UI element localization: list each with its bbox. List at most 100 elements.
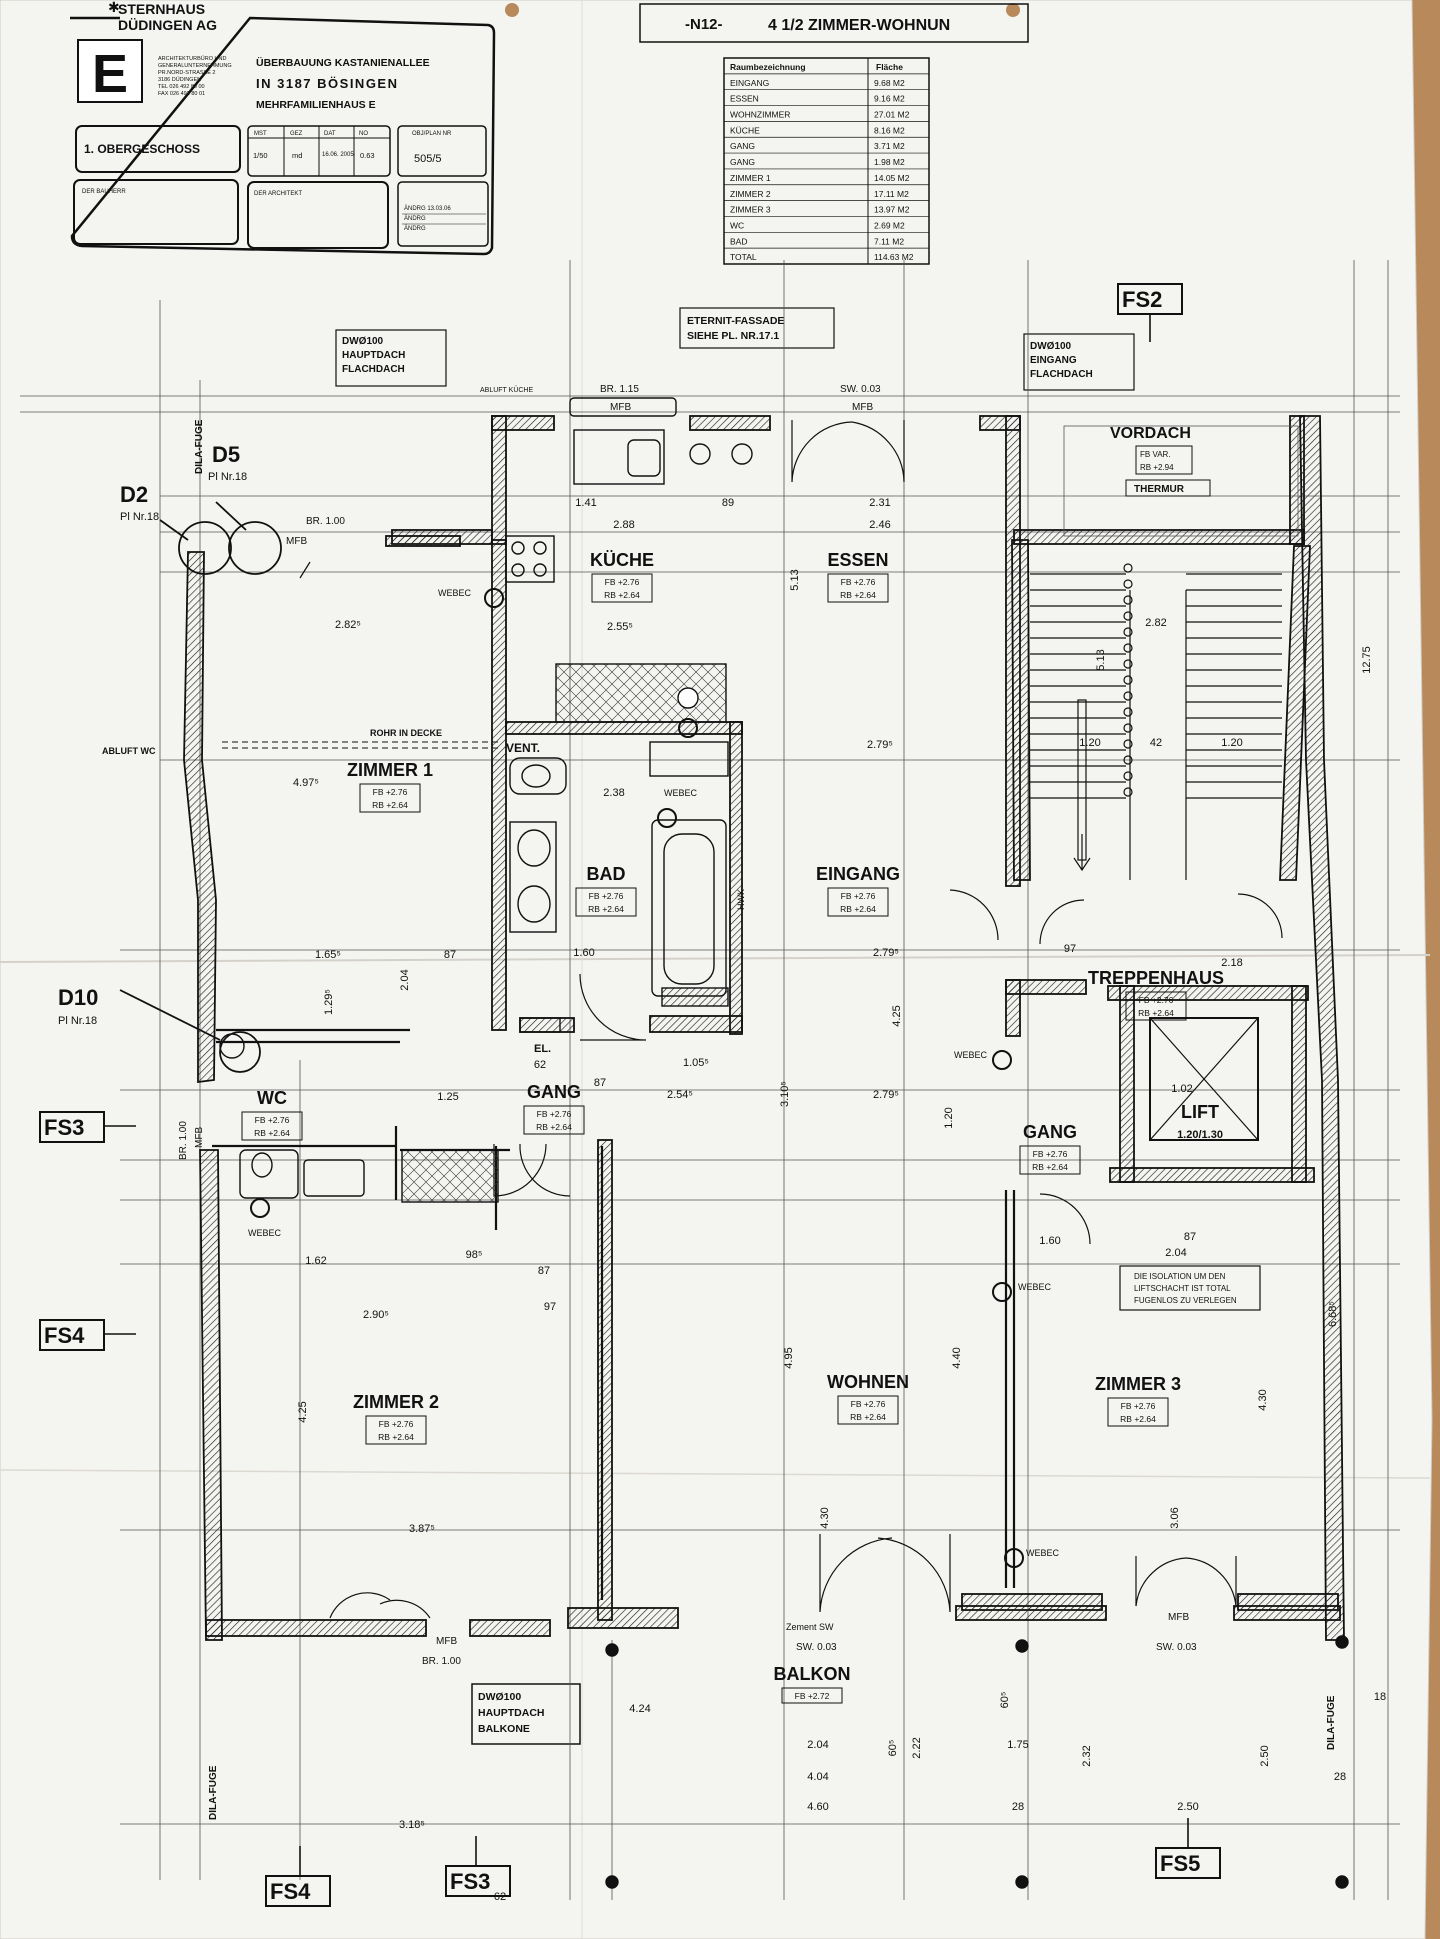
dimension-label: 97 — [544, 1301, 556, 1313]
area-table-room: TOTAL — [730, 252, 757, 262]
room-level-zimmer2: FB +2.76 — [379, 1419, 414, 1429]
room-level-eingang: FB +2.76 — [841, 891, 876, 901]
dimension-label: 18 — [1374, 1691, 1386, 1703]
lift-size: 1.20/1.30 — [1177, 1129, 1223, 1141]
room-level-bad: RB +2.64 — [588, 904, 624, 914]
svg-text:FAX 026 492 80 01: FAX 026 492 80 01 — [158, 91, 205, 97]
room-name-zimmer2: ZIMMER 2 — [353, 1392, 439, 1412]
section-fs3-bottom: FS3 — [450, 1869, 490, 1894]
section-fs5: FS5 — [1160, 1851, 1200, 1876]
svg-text:FLACHDACH: FLACHDACH — [342, 364, 405, 375]
area-table-area: 9.68 M2 — [874, 78, 905, 88]
svg-text:FLACHDACH: FLACHDACH — [1030, 369, 1093, 380]
svg-text:DILA-FUGE: DILA-FUGE — [208, 1765, 219, 1820]
svg-text:WEBEC: WEBEC — [438, 588, 472, 598]
area-table-area: 14.05 M2 — [874, 173, 910, 183]
project-line-3: MEHRFAMILIENHAUS E — [256, 99, 376, 111]
svg-text:ABLUFT WC: ABLUFT WC — [102, 746, 156, 756]
svg-text:HWK: HWK — [736, 889, 746, 910]
room-name-essen: ESSEN — [827, 550, 888, 570]
area-table-room: ZIMMER 1 — [730, 173, 771, 183]
svg-text:DWØ100: DWØ100 — [1030, 341, 1072, 352]
room-level-wc: RB +2.64 — [254, 1128, 290, 1138]
room-level-kueche: RB +2.64 — [604, 590, 640, 600]
area-table-room: GANG — [730, 157, 755, 167]
room-level-wc: FB +2.76 — [255, 1115, 290, 1125]
area-table-header: Fläche — [876, 62, 903, 72]
dimension-label: 1.20 — [1079, 737, 1100, 749]
area-table-area: 9.16 M2 — [874, 94, 905, 104]
detail-d2: D2 — [120, 482, 148, 507]
area-table-room: BAD — [730, 236, 747, 246]
svg-text:WEBEC: WEBEC — [1026, 1548, 1060, 1558]
svg-text:Pl Nr.18: Pl Nr.18 — [58, 1015, 97, 1027]
dimension-label: 4.60 — [807, 1801, 828, 1813]
svg-text:MFB: MFB — [194, 1127, 205, 1148]
dimension-label: 42 — [1150, 737, 1162, 749]
room-name-treppenhaus: TREPPENHAUS — [1088, 968, 1224, 988]
area-table-room: ZIMMER 3 — [730, 205, 771, 215]
svg-text:DILA-FUGE: DILA-FUGE — [194, 419, 205, 474]
dimension-label: 2.04 — [807, 1739, 828, 1751]
room-name-kueche: KÜCHE — [590, 550, 654, 570]
room-level-essen: FB +2.76 — [841, 577, 876, 587]
svg-text:MFB: MFB — [1168, 1612, 1189, 1623]
dimension-label: 2.90⁵ — [363, 1309, 389, 1321]
project-line-1: ÜBERBAUUNG KASTANIENALLEE — [256, 56, 430, 69]
svg-text:MFB: MFB — [436, 1636, 457, 1647]
area-table-room: ESSEN — [730, 94, 759, 104]
dimension-label: 62 — [534, 1059, 546, 1071]
area-table-area: 114.63 M2 — [874, 252, 914, 262]
room-name-wohnen: WOHNEN — [827, 1372, 909, 1392]
dimension-label: 1.05⁵ — [683, 1057, 709, 1069]
room-level-gang1: RB +2.64 — [536, 1122, 572, 1132]
svg-text:BR. 1.15: BR. 1.15 — [600, 384, 639, 395]
svg-text:DAT: DAT — [324, 131, 336, 137]
logo-letter: E — [92, 44, 128, 104]
dimension-label: 2.50 — [1259, 1745, 1271, 1766]
area-table-area: 17.11 M2 — [874, 189, 909, 199]
dimension-label: 2.54⁵ — [667, 1089, 693, 1101]
svg-text:FUGENLOS ZU VERLEGEN: FUGENLOS ZU VERLEGEN — [1134, 1296, 1237, 1305]
dimension-label: 89 — [722, 497, 734, 509]
svg-text:ABLUFT KÜCHE: ABLUFT KÜCHE — [480, 386, 533, 394]
room-level-gang2: RB +2.64 — [1032, 1162, 1068, 1172]
room-level-gang1: FB +2.76 — [537, 1109, 572, 1119]
dimension-label: 2.79⁵ — [867, 739, 893, 751]
company-name-1: STERNHAUS — [118, 1, 205, 17]
dimension-label: 28 — [1012, 1801, 1024, 1813]
room-level-kueche: FB +2.76 — [605, 577, 640, 587]
logo-box — [77, 39, 143, 103]
room-level-treppenhaus: FB +2.76 — [1139, 995, 1174, 1005]
area-table-room: WOHNZIMMER — [730, 110, 790, 120]
dimension-label: 4.30 — [1257, 1389, 1269, 1410]
dimension-label: 60⁵ — [887, 1740, 899, 1757]
sink — [573, 429, 665, 485]
svg-text:16.06. 2005: 16.06. 2005 — [322, 152, 354, 158]
svg-text:NO: NO — [359, 131, 368, 137]
dimension-label: 2.88 — [613, 519, 634, 531]
detail-d10: D10 — [58, 985, 98, 1010]
room-name-zimmer3: ZIMMER 3 — [1095, 1374, 1181, 1394]
svg-text:BR. 1.00: BR. 1.00 — [306, 516, 345, 527]
dimension-label: 2.31 — [869, 497, 890, 509]
area-table-area: 2.69 M2 — [874, 220, 905, 230]
area-table-area: 7.11 M2 — [874, 236, 904, 246]
dimension-label: 12.75 — [1361, 646, 1373, 674]
svg-text:ARCHITEKTURBÜRO UND: ARCHITEKTURBÜRO UND — [158, 55, 226, 62]
dimension-label: 2.18 — [1221, 957, 1242, 969]
el-label: EL. — [534, 1043, 551, 1055]
title-block: STERNHAUS DÜDINGEN AG ✱ E ARCHITEKTURBÜR… — [70, 0, 496, 256]
dimension-label: 1.25 — [437, 1091, 458, 1103]
dimension-label: 1.65⁵ — [315, 949, 341, 961]
room-name-bad: BAD — [587, 864, 626, 884]
project-line-2: IN 3187 BÖSINGEN — [256, 76, 399, 91]
dimension-label: 98⁵ — [466, 1249, 483, 1261]
room-level-treppenhaus: RB +2.64 — [1138, 1008, 1174, 1018]
room-name-balkon: BALKON — [774, 1664, 851, 1684]
vent-label: VENT. — [506, 741, 540, 755]
fixtures — [219, 397, 1349, 1889]
room-level-gang2: FB +2.76 — [1033, 1149, 1068, 1159]
svg-text:SW. 0.03: SW. 0.03 — [796, 1642, 837, 1653]
